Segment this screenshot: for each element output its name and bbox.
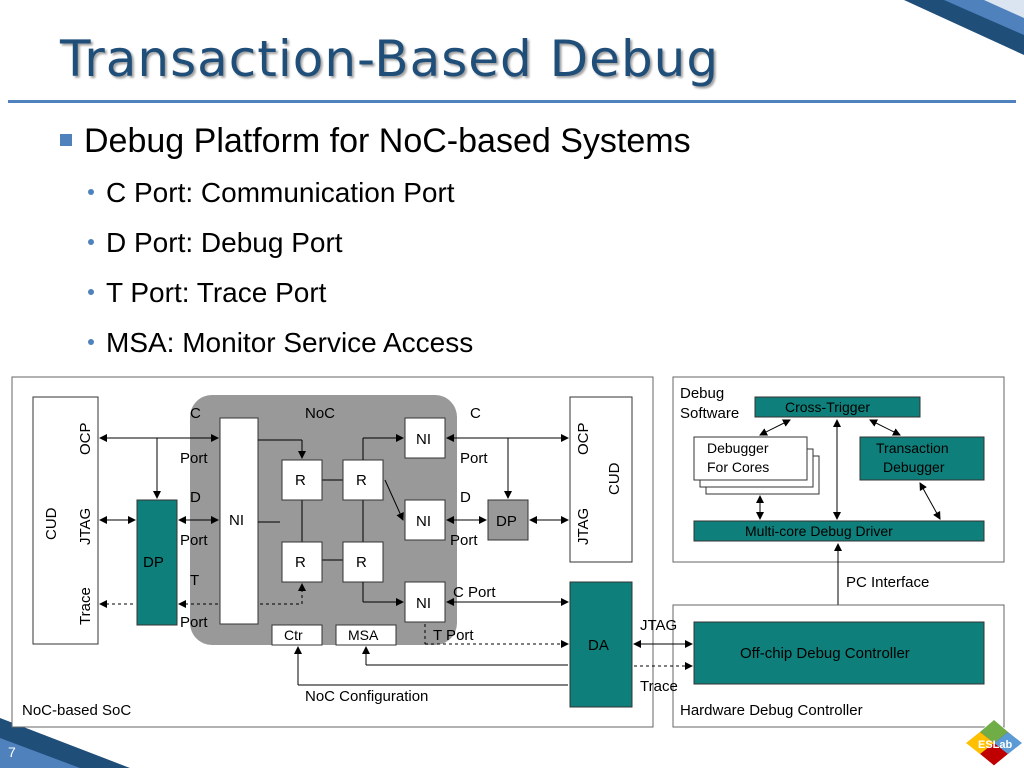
cud-left-label: CUD	[43, 507, 60, 540]
trace-da-label: Trace	[640, 678, 678, 695]
cud-right-label: CUD	[606, 462, 623, 495]
port-left-label: Port	[180, 450, 208, 467]
dp-right-label: DP	[496, 513, 517, 530]
square-bullet-icon	[60, 134, 72, 147]
bullet-item-text: MSA: Monitor Service Access	[106, 327, 474, 358]
bullet-main: Debug Platform for NoC-based Systems	[60, 122, 691, 161]
dp-left-box	[136, 499, 178, 626]
ni-right-label: NI	[416, 513, 431, 530]
c-right-label: C	[470, 405, 481, 422]
router-box	[281, 459, 323, 501]
bullet-item: C Port: Communication Port	[88, 177, 455, 209]
jtag-left-label: JTAG	[77, 508, 94, 545]
router-label: R	[356, 472, 367, 489]
ni-right-box	[404, 417, 446, 459]
bullet-item: T Port: Trace Port	[88, 277, 326, 309]
dot-bullet-icon	[88, 238, 94, 245]
debugger-box	[693, 436, 808, 481]
d-right-label: D	[460, 489, 471, 506]
dp-left-label: DP	[143, 554, 164, 571]
ctr-label: Ctr	[284, 627, 303, 643]
port-right-label: Port	[450, 532, 478, 549]
port-left-label: Port	[180, 532, 208, 549]
debug-driver-box	[693, 520, 985, 542]
transaction-debugger-label: Transaction	[876, 440, 949, 456]
offchip-controller-box	[693, 621, 985, 685]
router-label: R	[295, 554, 306, 571]
cross-trigger-box	[754, 396, 921, 418]
d-left-label: D	[190, 489, 201, 506]
corner-decoration-bottom-left	[0, 718, 130, 768]
trace-left-label: Trace	[77, 587, 94, 625]
da-label: DA	[588, 637, 609, 654]
debug-driver-label: Multi-core Debug Driver	[745, 523, 893, 539]
bullet-item-text: D Port: Debug Port	[106, 227, 343, 258]
connector-arrow	[919, 482, 941, 520]
software-label: Software	[680, 405, 739, 422]
cud-left-box	[32, 396, 99, 645]
connector-arrow	[759, 419, 791, 436]
slide-title: Transaction-Based Debug	[60, 30, 720, 88]
ni-left-box	[219, 417, 259, 625]
da-box	[569, 581, 633, 708]
transaction-debugger-box	[859, 436, 985, 481]
port-left-label: Port	[180, 614, 208, 631]
router-box	[281, 541, 323, 583]
eslab-logo: ESLab	[965, 719, 1023, 767]
title-underline	[8, 100, 1016, 103]
slide-number: 7	[8, 744, 16, 760]
t-left-label: T	[190, 572, 199, 589]
bullet-item-text: C Port: Communication Port	[106, 177, 455, 208]
msa-box	[335, 624, 397, 646]
noc-label: NoC	[305, 405, 335, 422]
connector-arrow	[869, 419, 901, 436]
dp-right-box	[487, 499, 529, 541]
router-box	[342, 459, 384, 501]
ni-right-label: NI	[416, 431, 431, 448]
hardware-label: Hardware Debug Controller	[680, 702, 863, 719]
port-right-label: Port	[460, 450, 488, 467]
cud-right-box	[569, 396, 633, 563]
transaction-debugger-label: Debugger	[883, 459, 945, 475]
dot-bullet-icon	[88, 188, 94, 195]
software-label: Debug	[680, 385, 724, 402]
c-port-right-label: C Port	[453, 584, 496, 601]
dot-bullet-icon	[88, 338, 94, 345]
cross-trigger-label: Cross-Trigger	[785, 399, 870, 415]
jtag-da-label: JTAG	[640, 617, 677, 634]
debugger-label: For Cores	[707, 459, 769, 475]
t-port-right-label: T Port	[433, 627, 474, 644]
corner-decoration-top-right	[904, 0, 1024, 55]
ni-right-box	[404, 581, 446, 623]
dot-bullet-icon	[88, 288, 94, 295]
bullet-main-text: Debug Platform for NoC-based Systems	[84, 122, 691, 160]
bullet-item: MSA: Monitor Service Access	[88, 327, 473, 359]
ocp-right-label: OCP	[575, 422, 592, 455]
connector-arrow	[384, 479, 404, 521]
bullet-item-text: T Port: Trace Port	[106, 277, 327, 308]
offchip-controller-label: Off-chip Debug Controller	[740, 645, 910, 662]
ni-left-label: NI	[229, 512, 244, 529]
jtag-right-label: JTAG	[575, 508, 592, 545]
ocp-left-label: OCP	[77, 422, 94, 455]
svg-text:ESLab: ESLab	[978, 739, 1013, 751]
router-label: R	[356, 554, 367, 571]
bullet-item: D Port: Debug Port	[88, 227, 343, 259]
noc-config-label: NoC Configuration	[305, 688, 428, 705]
msa-label: MSA	[348, 627, 379, 643]
ctr-box	[271, 624, 323, 646]
debugger-label: Debugger	[707, 440, 769, 456]
pc-interface-label: PC Interface	[846, 574, 929, 591]
ni-right-label: NI	[416, 595, 431, 612]
c-left-label: C	[190, 405, 201, 422]
ni-right-box	[404, 499, 446, 541]
router-label: R	[295, 472, 306, 489]
soc-label: NoC-based SoC	[22, 702, 131, 719]
